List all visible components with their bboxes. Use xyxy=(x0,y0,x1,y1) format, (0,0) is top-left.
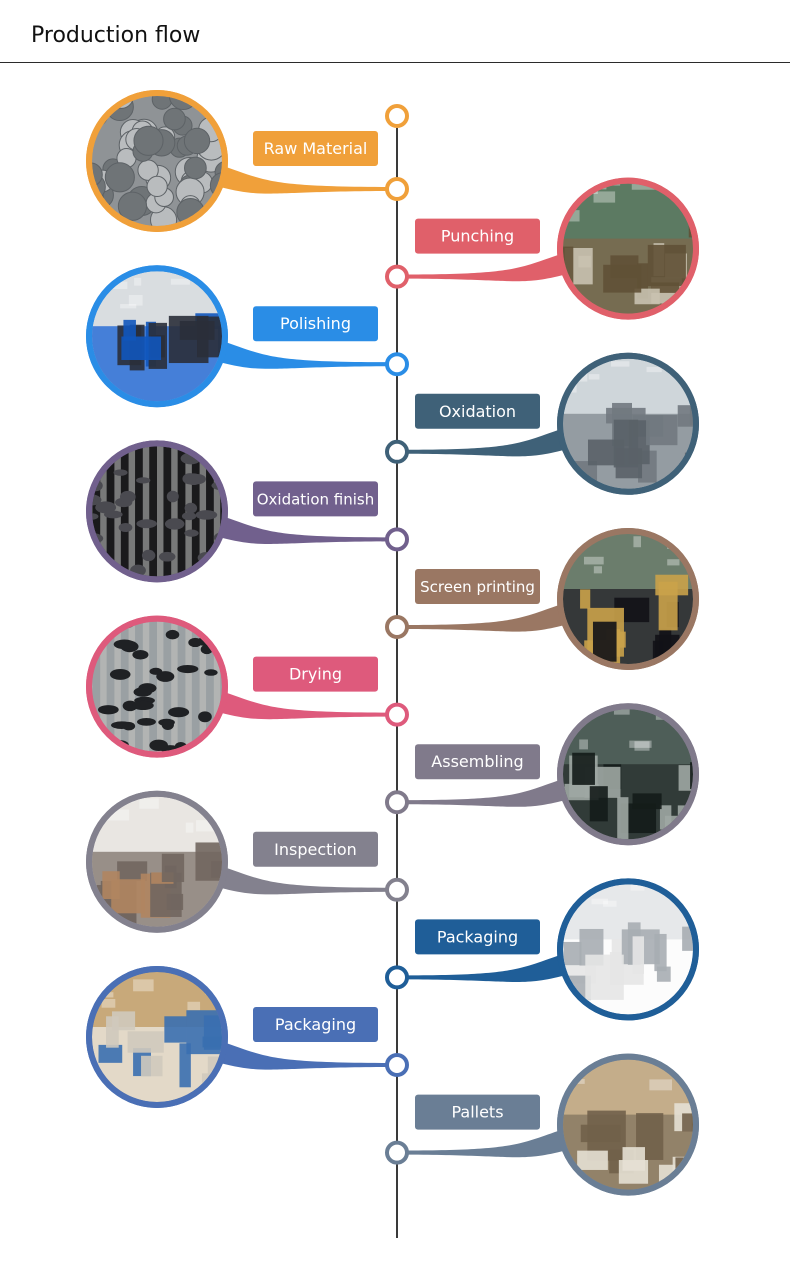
flow-step: Packaging xyxy=(385,878,699,1021)
flow-step: Pallets xyxy=(385,1053,699,1196)
step-photo xyxy=(557,878,699,1021)
step-photo xyxy=(86,966,228,1108)
timeline-start-node xyxy=(385,104,409,128)
timeline-node xyxy=(385,439,409,464)
timeline-node xyxy=(385,965,409,990)
step-label: Pallets xyxy=(451,1103,503,1122)
step-connector xyxy=(220,1041,397,1070)
flow-step: Punching xyxy=(385,177,699,320)
page-title: Production flow xyxy=(31,23,201,48)
step-connector xyxy=(397,252,565,282)
step-photo xyxy=(86,90,228,232)
step-photo xyxy=(86,615,228,758)
step-photo xyxy=(86,440,228,583)
step-connector xyxy=(397,603,565,632)
step-label: Drying xyxy=(289,665,342,684)
step-label: Assembling xyxy=(431,752,523,771)
step-label-box: Packaging xyxy=(415,919,540,955)
timeline-node xyxy=(385,790,409,815)
flow-step: Assembling xyxy=(385,703,699,846)
step-connector xyxy=(220,515,397,545)
step-connector xyxy=(397,953,565,983)
timeline-node xyxy=(385,877,409,902)
step-connector xyxy=(220,865,397,895)
step-label-box: Oxidation finish xyxy=(253,481,378,517)
step-label: Oxidation finish xyxy=(257,490,375,508)
step-connector xyxy=(220,340,397,369)
step-label-box: Raw Material xyxy=(253,131,378,166)
step-label-box: Screen printing xyxy=(415,569,540,604)
timeline-node xyxy=(385,352,409,377)
timeline-node xyxy=(385,702,409,727)
step-label-box: Punching xyxy=(415,218,540,254)
step-connector xyxy=(397,427,565,457)
step-label-box: Oxidation xyxy=(415,393,540,429)
step-label: Packaging xyxy=(437,927,518,946)
timeline-node xyxy=(385,1053,409,1077)
step-label: Packaging xyxy=(275,1015,356,1034)
step-label-box: Inspection xyxy=(253,831,378,867)
timeline-node xyxy=(385,1140,409,1165)
step-label: Polishing xyxy=(280,314,351,333)
step-photo xyxy=(557,352,699,495)
flow-step: Screen printing xyxy=(385,528,699,670)
step-connector xyxy=(220,165,397,194)
step-photo xyxy=(557,528,699,670)
step-label: Screen printing xyxy=(420,578,535,596)
step-label-box: Assembling xyxy=(415,744,540,780)
step-connector xyxy=(220,690,397,720)
flow-step: Oxidation xyxy=(385,352,699,495)
timeline-node xyxy=(385,615,409,639)
page-header: Production flow xyxy=(0,0,790,63)
flow-step: Polishing xyxy=(86,265,409,408)
step-label-box: Pallets xyxy=(415,1094,540,1130)
step-photo xyxy=(86,265,228,408)
step-label-box: Packaging xyxy=(253,1007,378,1042)
timeline-node xyxy=(385,527,409,552)
step-photo xyxy=(86,790,228,933)
step-photo xyxy=(557,703,699,846)
flow-step: Raw Material xyxy=(86,90,409,232)
step-photo xyxy=(557,1053,699,1196)
step-label: Punching xyxy=(441,227,514,246)
step-connector xyxy=(397,778,565,807)
step-label: Oxidation xyxy=(439,402,516,421)
step-label: Inspection xyxy=(274,840,357,859)
timeline-node xyxy=(385,264,409,289)
step-label-box: Drying xyxy=(253,656,378,692)
step-photo xyxy=(557,177,699,320)
step-label: Raw Material xyxy=(264,139,368,158)
flow-step: Inspection xyxy=(86,790,409,933)
flow-step: Oxidation finish xyxy=(86,440,409,583)
step-label-box: Polishing xyxy=(253,306,378,342)
step-connector xyxy=(397,1128,565,1158)
timeline-node xyxy=(385,177,409,201)
flow-step: Drying xyxy=(86,615,409,758)
flow-step: Packaging xyxy=(86,966,409,1108)
